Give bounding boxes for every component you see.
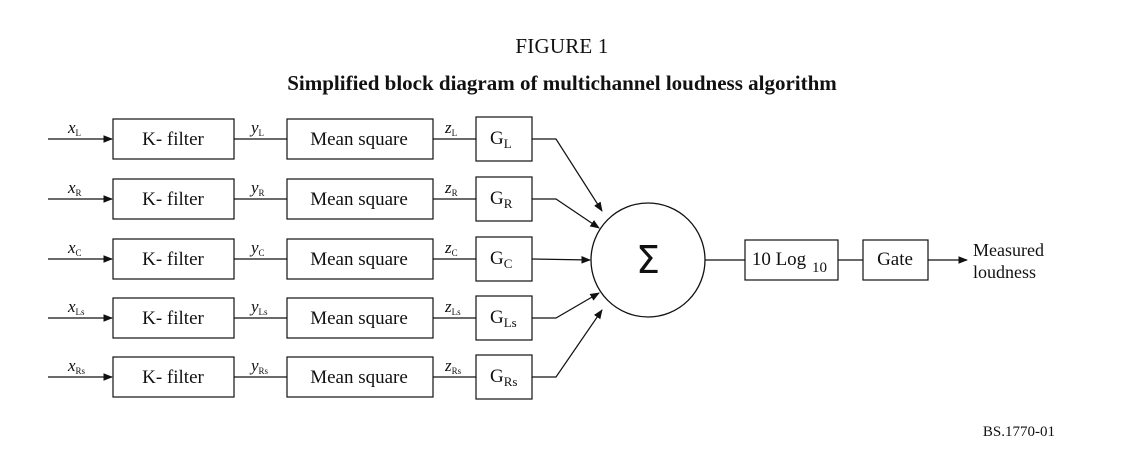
output-label-line1: Measured <box>973 240 1044 260</box>
mean-square-box-c <box>286 238 434 280</box>
gain-label-l: GL <box>490 128 512 151</box>
figure-number: FIGURE 1 <box>515 34 609 58</box>
signal-x-r: xR <box>67 178 82 198</box>
signal-z-rs: zRs <box>444 356 462 376</box>
signal-z-r: zR <box>444 178 458 198</box>
signal-z-ls: zLs <box>444 297 461 317</box>
k-filter-label-ls: K- filter <box>142 308 204 329</box>
k-filter-label-r: K- filter <box>142 189 204 210</box>
k-filter-label-l: K- filter <box>142 129 204 150</box>
signal-y-r: yR <box>249 178 265 198</box>
signal-z-l: zL <box>444 118 457 138</box>
signal-y-l: yL <box>249 118 264 138</box>
gate-label: Gate <box>877 249 913 270</box>
k-filter-box-r <box>112 178 235 220</box>
k-filter-box-ls <box>112 297 235 339</box>
gain-box-c <box>475 236 533 282</box>
figure-code: BS.1770-01 <box>983 424 1055 440</box>
signal-x-l: xL <box>67 118 81 138</box>
log-block <box>744 239 839 281</box>
mean-square-box-r <box>286 178 434 220</box>
k-filter-box-rs <box>112 356 235 398</box>
gain-to-sum-arrow-c <box>531 256 591 264</box>
signal-y-ls: yLs <box>249 297 268 317</box>
gain-box-ls <box>475 295 533 341</box>
mean-square-box-rs <box>286 356 434 398</box>
gain-to-sum-arrow-ls <box>532 292 600 319</box>
gate-block <box>862 239 929 281</box>
mean-square-box-l <box>286 118 434 160</box>
gain-to-sum-arrow-l <box>532 138 603 212</box>
k-filter-box-l <box>112 118 235 160</box>
gain-to-sum-arrow-r <box>532 198 600 229</box>
signal-z-c: zC <box>444 238 458 258</box>
log-main-text: 10 Log <box>752 249 807 270</box>
k-filter-box-c <box>112 238 235 280</box>
signal-x-rs: xRs <box>67 356 86 376</box>
gain-box-rs <box>475 354 533 400</box>
gain-label-rs: GRs <box>490 366 517 389</box>
mean-square-label-ls: Mean square <box>310 308 408 329</box>
log-block-label: 10 Log <box>752 249 807 270</box>
mean-square-box-ls <box>286 297 434 339</box>
gain-label-c: GC <box>490 248 512 271</box>
signal-y-rs: yRs <box>249 356 269 376</box>
gain-to-sum-arrow-rs <box>532 309 603 378</box>
output-label-line2: loudness <box>973 262 1036 282</box>
channel-rows: xL K- filter yL Mean square zL GL xR K- filter y… <box>48 116 603 400</box>
gain-box-l <box>475 116 533 162</box>
mean-square-label-r: Mean square <box>310 189 408 210</box>
gain-box-r <box>475 176 533 222</box>
signal-x-c: xC <box>67 238 82 258</box>
mean-square-label-l: Mean square <box>310 129 408 150</box>
signal-x-ls: xLs <box>67 297 85 317</box>
mean-square-label-rs: Mean square <box>310 367 408 388</box>
k-filter-label-rs: K- filter <box>142 367 204 388</box>
sigma-symbol: Σ <box>636 238 660 282</box>
gain-label-r: GR <box>490 188 513 211</box>
mean-square-label-c: Mean square <box>310 249 408 270</box>
signal-y-c: yC <box>249 238 265 258</box>
gain-label-ls: GLs <box>490 307 517 330</box>
log-block-subscript: 10 <box>812 260 827 276</box>
k-filter-label-c: K- filter <box>142 249 204 270</box>
figure-title: Simplified block diagram of multichannel… <box>287 71 837 95</box>
